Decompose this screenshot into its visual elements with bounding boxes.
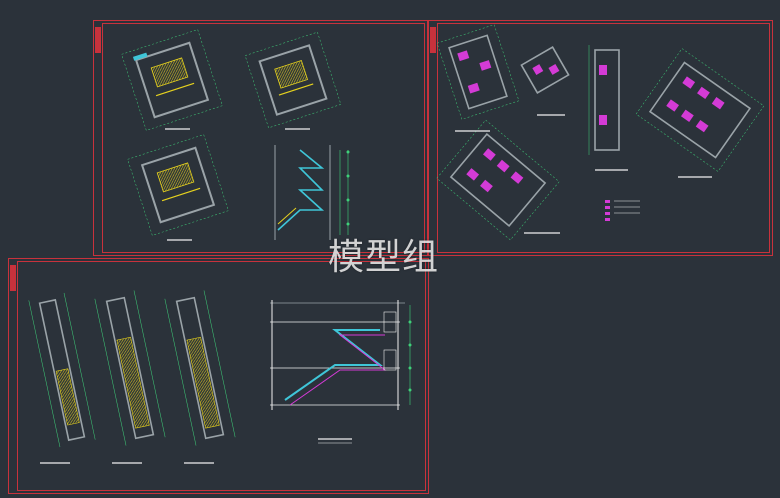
toilet-plan-5 [436,119,560,241]
drawing-sheet-stair-section [8,258,429,494]
sheet-title-strip [95,27,101,53]
legend-swatches [605,200,640,221]
toilet-plan-4 [635,48,765,172]
sheet-title-strip [430,27,436,53]
sheet-inner-frame [102,23,425,253]
stair-plan-2 [244,31,342,129]
watermark-text: 模型组 [328,237,440,278]
stair-plan-long-2 [94,290,166,446]
sheet-title-strip [10,265,16,291]
toilet-plan-3 [588,45,620,155]
stair-plan-1 [121,29,223,131]
stair-plan-long-1 [28,292,96,448]
stair-plan-3 [127,134,229,236]
stair-plan-long-3 [164,290,236,446]
stair-section-long [270,300,412,444]
stair-section-small [274,145,350,240]
drawing-sheet-stair-plans [93,20,428,256]
drawing-sheet-toilet-plans [428,20,773,256]
toilet-plan-1 [436,24,520,120]
sheet-inner-frame [17,261,426,491]
sheet-inner-frame [437,23,770,253]
toilet-plan-2 [520,46,570,94]
caption-bars [40,114,712,464]
